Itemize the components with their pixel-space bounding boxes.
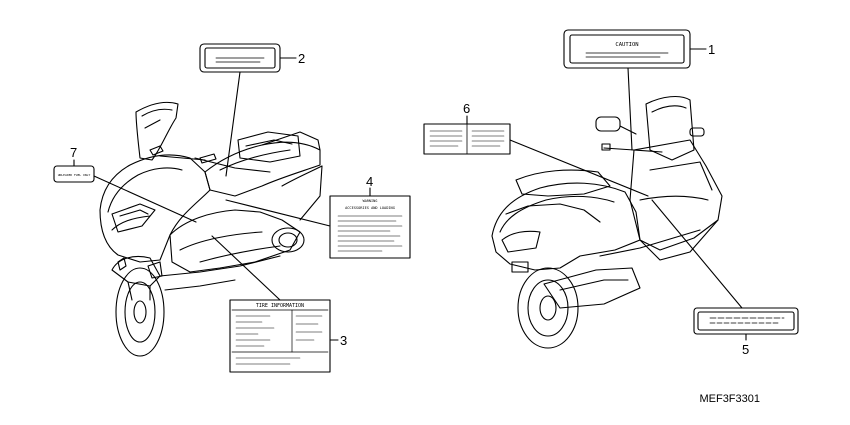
label-3-text: TIRE INFORMATION bbox=[256, 303, 304, 309]
scooter-rear-view bbox=[491, 95, 723, 349]
label-3-tire-information: TIRE INFORMATION bbox=[229, 299, 331, 373]
diagram-code: MEF3F3301 bbox=[699, 393, 760, 405]
callout-number-2: 2 bbox=[298, 51, 305, 66]
label-1-caution: CAUTION bbox=[563, 29, 691, 69]
label-5 bbox=[693, 307, 799, 335]
label-2 bbox=[199, 43, 281, 73]
callout-number-7: 7 bbox=[70, 145, 77, 160]
leader-line-3b bbox=[211, 235, 281, 301]
label-4-text: ACCESSORIES AND LOADING bbox=[345, 206, 395, 210]
leader-line-6b bbox=[509, 139, 649, 197]
label-6 bbox=[423, 123, 511, 155]
label-4-accessories-and-loading: WARNING ACCESSORIES AND LOADING bbox=[329, 195, 411, 259]
leader-line-2b bbox=[225, 71, 241, 177]
callout-number-6: 6 bbox=[463, 101, 470, 116]
leader-line-5b bbox=[651, 199, 743, 309]
label-4-header: WARNING bbox=[363, 199, 378, 203]
leader-line-7b bbox=[93, 175, 197, 223]
callout-number-5: 5 bbox=[742, 342, 749, 357]
callout-number-1: 1 bbox=[708, 42, 715, 57]
label-7-unleaded-fuel-only: UNLEADED FUEL ONLY bbox=[53, 165, 95, 183]
leader-line-1b bbox=[627, 67, 633, 151]
label-1-text: CAUTION bbox=[615, 42, 638, 48]
leader-line-4b bbox=[225, 199, 331, 227]
callout-number-4: 4 bbox=[366, 174, 373, 189]
callout-number-3: 3 bbox=[340, 333, 347, 348]
label-7-text: UNLEADED FUEL ONLY bbox=[58, 173, 91, 177]
scooter-front-view bbox=[99, 101, 323, 357]
